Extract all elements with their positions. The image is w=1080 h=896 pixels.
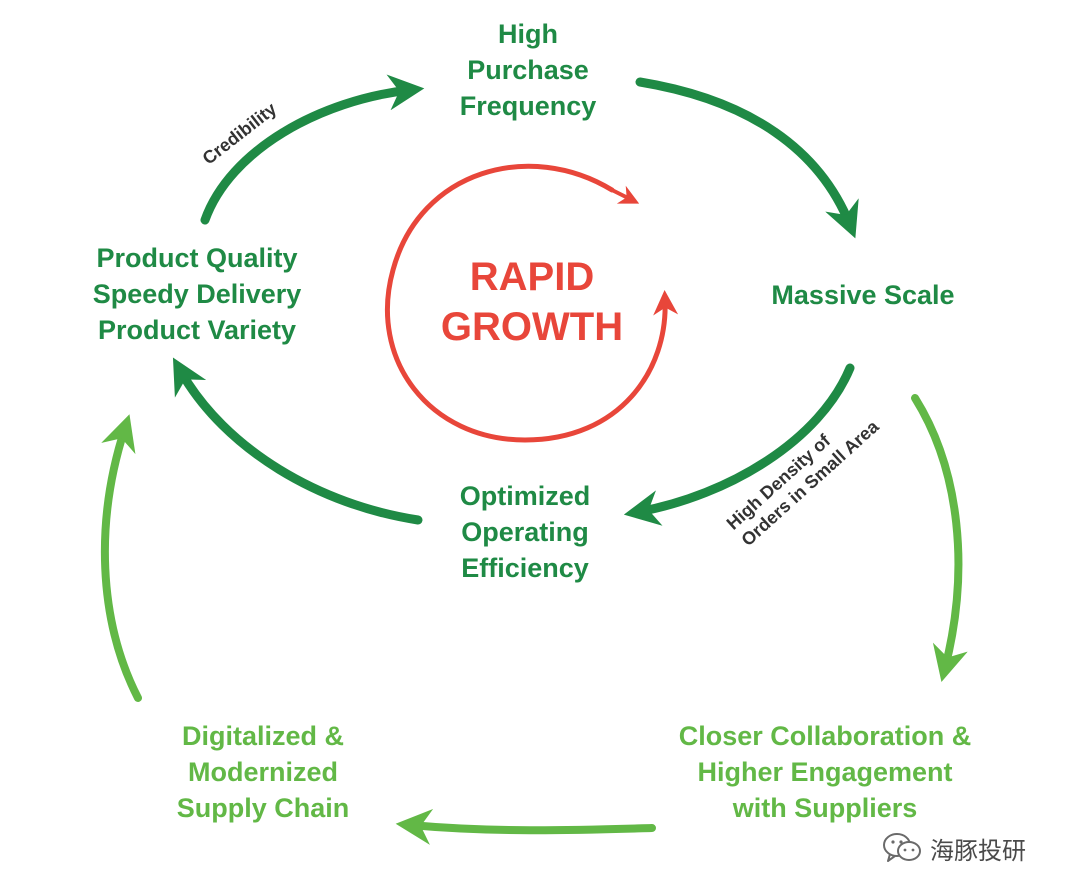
node-line: Product Variety [97,315,297,345]
arrow-supply-chain-to-quality [100,414,142,702]
node-line: Higher Engagement [697,757,953,787]
center-label-line2: GROWTH [440,305,624,349]
node-line: Frequency [459,91,597,121]
arrow-quality-to-purchase [200,74,425,225]
node-line: Digitalized & [181,721,344,751]
node-line: Massive Scale [771,280,955,310]
node-high-purchase-frequency: High Purchase Frequency [418,16,638,124]
node-massive-scale: Massive Scale [738,277,988,313]
arrow-efficiency-to-quality [172,357,423,525]
growth-ring [385,163,679,443]
center-label-line1: RAPID [469,255,595,299]
node-line: Supply Chain [176,793,350,823]
center-label: RAPID GROWTH [412,252,652,352]
node-line: Purchase [467,55,589,85]
node-line: Closer Collaboration & [678,721,972,751]
node-line: High [498,19,558,49]
node-line: Optimized [459,481,591,511]
node-product-quality: Product Quality Speedy Delivery Product … [62,240,332,348]
node-closer-collaboration: Closer Collaboration & Higher Engagement… [655,718,995,826]
node-optimized-operating-efficiency: Optimized Operating Efficiency [420,478,630,586]
node-digitalized-supply-chain: Digitalized & Modernized Supply Chain [148,718,378,826]
arrow-scale-to-efficiency [623,363,855,526]
node-line: Product Quality [96,243,298,273]
node-line: Speedy Delivery [92,279,302,309]
node-line: Efficiency [461,553,589,583]
node-line: Modernized [187,757,338,787]
watermark: 海豚投研 [882,828,1026,868]
node-line: Operating [461,517,589,547]
arrow-purchase-to-scale [635,77,859,239]
wechat-icon [883,833,921,862]
watermark-text: 海豚投研 [930,837,1026,865]
node-line: with Suppliers [732,793,918,823]
arrow-collaboration-to-supply-chain [395,808,656,845]
arrow-scale-to-collaboration [911,394,968,682]
growth-ring-tip [610,185,640,204]
